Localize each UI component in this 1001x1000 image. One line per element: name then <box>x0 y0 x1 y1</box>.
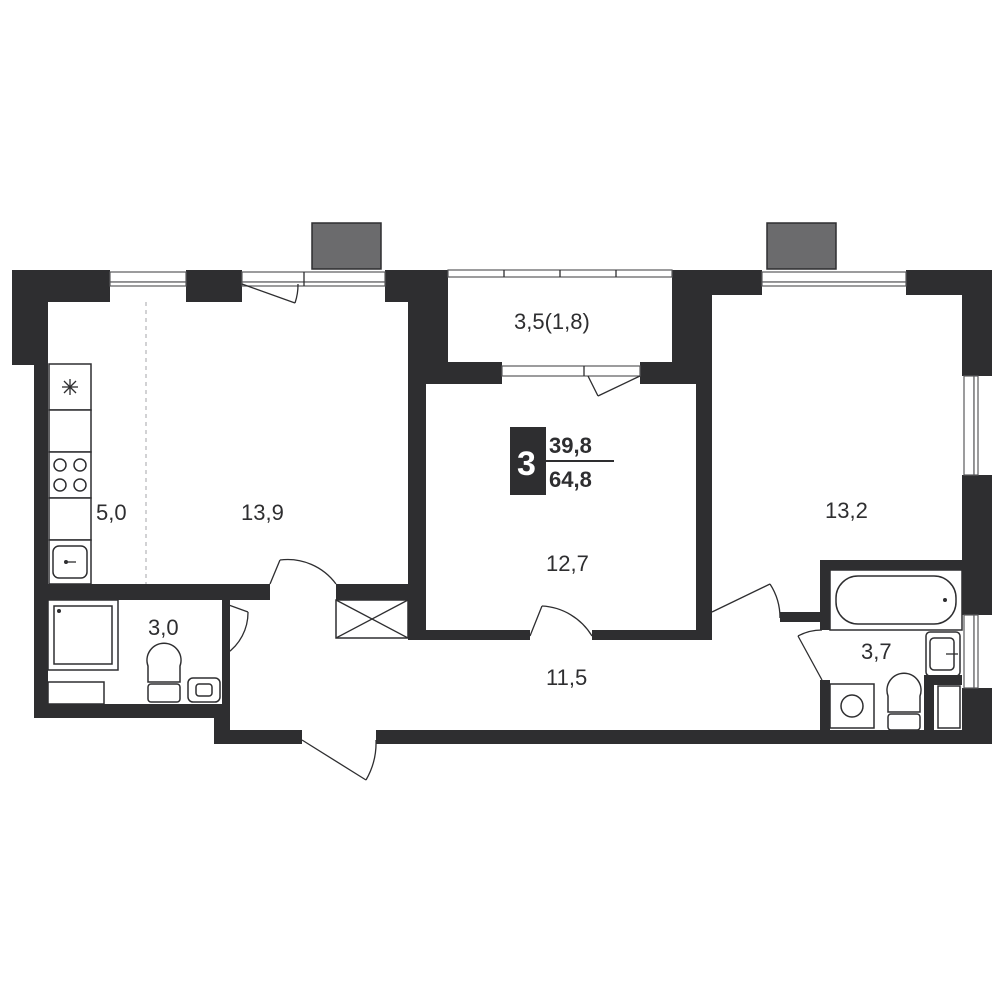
room-area-bedroom-right: 13,2 <box>825 498 868 523</box>
living-area-value: 39,8 <box>549 433 592 458</box>
apartment-badge: 3 39,8 64,8 <box>510 427 614 495</box>
total-area-value: 64,8 <box>549 467 592 492</box>
door-icon <box>529 605 593 637</box>
room-area-kitchen: 5,0 <box>96 500 127 525</box>
door-icon <box>797 629 823 681</box>
door-icon <box>225 603 249 655</box>
window-icon <box>963 375 979 476</box>
interior-walls <box>34 290 962 732</box>
hood-icon <box>62 379 78 395</box>
exterior-walls <box>12 270 992 744</box>
window-icon <box>241 271 386 287</box>
room-area-living: 13,9 <box>241 500 284 525</box>
sink-icon <box>187 677 221 703</box>
window-icon <box>109 271 187 287</box>
door-icon <box>587 375 641 397</box>
room-area-bedroom-center: 12,7 <box>546 551 589 576</box>
rooms-count: 3 <box>517 445 536 483</box>
window-icon <box>761 271 907 287</box>
ac-unit-icon <box>311 222 382 270</box>
ac-unit-icon <box>766 222 837 270</box>
window-icon <box>501 365 641 377</box>
window-icon <box>963 614 979 689</box>
door-icon <box>269 558 337 585</box>
stove-icon <box>53 458 87 492</box>
shower-icon <box>47 599 119 671</box>
door-icon <box>711 583 781 619</box>
window-icon <box>447 269 673 278</box>
room-area-bathroom-right: 3,7 <box>861 639 892 664</box>
door-icon <box>241 283 299 304</box>
sink-icon <box>52 545 88 579</box>
ventilation-shaft-icon <box>335 599 409 639</box>
washer-icon <box>829 683 875 729</box>
door-icon <box>301 739 377 781</box>
sink-icon <box>925 631 961 677</box>
room-area-hallway: 11,5 <box>546 665 587 690</box>
toilet-icon <box>146 642 182 703</box>
radiator <box>937 685 961 729</box>
radiator <box>47 681 105 705</box>
room-area-bathroom-left: 3,0 <box>148 615 179 640</box>
room-area-balcony: 3,5(1,8) <box>514 309 590 334</box>
bathtub-icon <box>829 569 963 631</box>
kitchen-counter <box>48 363 92 585</box>
toilet-icon <box>886 672 922 731</box>
